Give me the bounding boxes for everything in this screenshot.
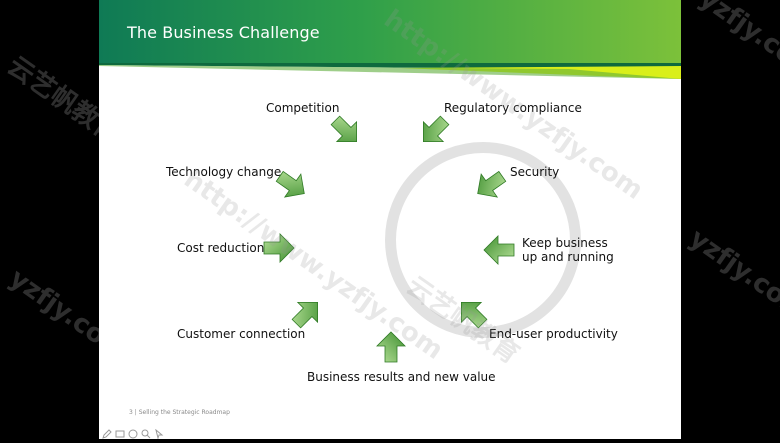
watermark-short: yzfjy.com <box>683 223 780 327</box>
cycle-ring <box>385 142 581 338</box>
presenter-toolbar <box>102 424 164 440</box>
arrow-icon <box>376 331 406 363</box>
slides-icon[interactable] <box>115 424 125 438</box>
zoom-icon[interactable] <box>141 424 151 439</box>
slide-footer: 3 | Selling the Strategic Roadmap <box>129 409 230 416</box>
pen-icon[interactable] <box>102 424 112 439</box>
footer-separator: | <box>134 409 137 416</box>
arrow-icon <box>263 233 295 263</box>
label-competition: Competition <box>266 101 340 115</box>
globe-icon[interactable] <box>128 424 138 439</box>
slide-title: The Business Challenge <box>127 23 320 42</box>
label-security: Security <box>510 165 560 179</box>
arrow-icon <box>477 170 507 198</box>
arrow-icon <box>330 115 358 143</box>
arrow-icon <box>422 115 450 143</box>
label-keep-business: Keep business <box>522 236 608 250</box>
label-end-user-productivity: End-user productivity <box>489 327 618 341</box>
label-technology-change: Technology change <box>166 165 282 179</box>
arrow-icon <box>275 170 305 198</box>
slide: The Business Challenge Competition Regul… <box>99 0 681 439</box>
label-business-results: Business results and new value <box>307 370 496 384</box>
label-cost-reduction: Cost reduction <box>177 241 265 255</box>
arrow-icon <box>483 235 515 265</box>
title-bar: The Business Challenge <box>99 0 681 63</box>
accent-strip <box>99 63 681 79</box>
arrow-icon <box>460 301 488 329</box>
label-up-and-running: up and running <box>522 250 614 264</box>
footer-deck-title: Selling the Strategic Roadmap <box>138 409 230 416</box>
label-customer-connection: Customer connection <box>177 327 306 341</box>
watermark-short: yzfjy.com <box>693 0 780 87</box>
footer-page-number: 3 <box>129 409 133 416</box>
pointer-icon[interactable] <box>154 424 164 440</box>
arrow-icon <box>291 301 319 329</box>
label-regulatory-compliance: Regulatory compliance <box>444 101 582 115</box>
